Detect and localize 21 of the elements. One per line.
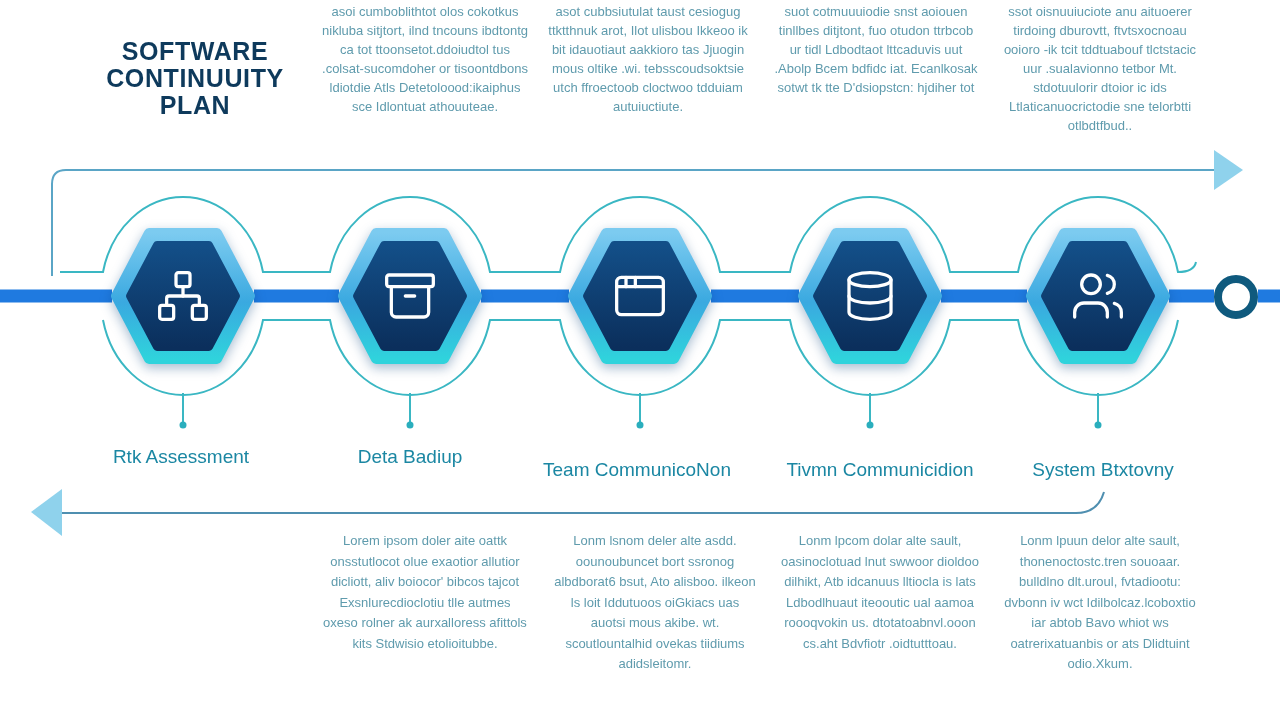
description-text: asoi cumboblithtot olos cokotkus nikluba sitjtort, ilnd tncouns ibdtontg ca tot ttoonsetot.ddoiudtol tus .colsat-sucomdoher or tisoontdbons ldiotdie Atls Detetoloood:ikaiphus sce Idlontuat athouuteae. — [322, 3, 528, 116]
description-text: Lorem ipsom doler aite oattk onsstutlocot olue exaotior allutior dicliott, aliv boiocor' bibcos tajcot Exsnlurecdioclotiu tlle autmes oxeso rolner ak aurxalloress afittols kits Stdwisio etolioitubbe. — [322, 532, 528, 653]
description-text: Lonm lsnom deler alte asdd. oounoubuncet bort ssronog albdborat6 bsut, Ato alisboo. ilkeon ls loit Iddutuoos oiGkiacs uas auotsi mous akibe. wt. scoutlountalhid ovekas tiidiums adidsleitomr. — [553, 532, 757, 673]
timeline-bar — [1258, 289, 1280, 303]
description-text: asot cubbsiutulat taust cesiogug ttktthnuk arot, Ilot ulisbou Ikkeoo ik bit idauotiaut aakkioro tas Jjuogin mous oltike .wi. tebsscoudsoktsie utch ffroectoob cloctwoo tdduiam autuiuctiute. — [547, 3, 749, 116]
step-title: Tivmn Communicidion — [786, 459, 974, 481]
step-title: System Btxtovny — [1032, 459, 1174, 481]
description-text: suot cotmuuuiodie snst aoiouen tinllbes ditjtont, fuo otudon ttrbcob ur tidl Ldbodtaot lttcaduvis uut .Abolp Bcem bdfidc iat. Ecanlkosak sotwt tk tte D'dsiopstcn: hjdiher tot — [773, 3, 979, 97]
description-text: Lonm lpcom dolar alte sault, oasinoclotuad lnut swwoor dioldoo dilhikt, Atb idcanuus lltiocla is lats Ldbodlhuaut iteooutic ual aamoa roooqvokin us. dtotatoabnvl.ooon cs.aht Bdvfiotr .oidtutttoau. — [780, 532, 980, 653]
description-text: Lonm lpuun delor alte sault, thonenoctostc.tren souoaar. bulldlno dlt.uroul, fvtadiootu: dvbonn iv wct Idilbolcaz.lcoboxtio iar abtob Bavo whiot ws oatrerixatuanbis or ats Dlidtuint odio.Xkum. — [1003, 532, 1197, 673]
timeline-bar — [254, 289, 339, 303]
step-title: Deta Badiup — [357, 446, 463, 468]
step-title: Team CommunicoNon — [543, 459, 731, 481]
timeline-bar — [711, 289, 799, 303]
diagram-title: SOFTWARE CONTINUUITY PLAN — [105, 38, 285, 119]
timeline-bar — [481, 289, 569, 303]
timeline-bar — [941, 289, 1027, 303]
description-text: ssot oisnuuiuciote anu aituoerer tirdoing dburovtt, ftvtsxocnoau ooioro -ik tcit tddtuabouf tlctstacic uur .sualavionno tetbor Mt. stdotuulorir dtoior ic ids Ltlaticanuocrictodie sne telorbtti otlbdtfbud.. — [1002, 3, 1198, 135]
timeline-bar — [0, 289, 112, 303]
end-ring — [1214, 275, 1258, 319]
step-title: Rtk Assessment — [112, 446, 250, 468]
